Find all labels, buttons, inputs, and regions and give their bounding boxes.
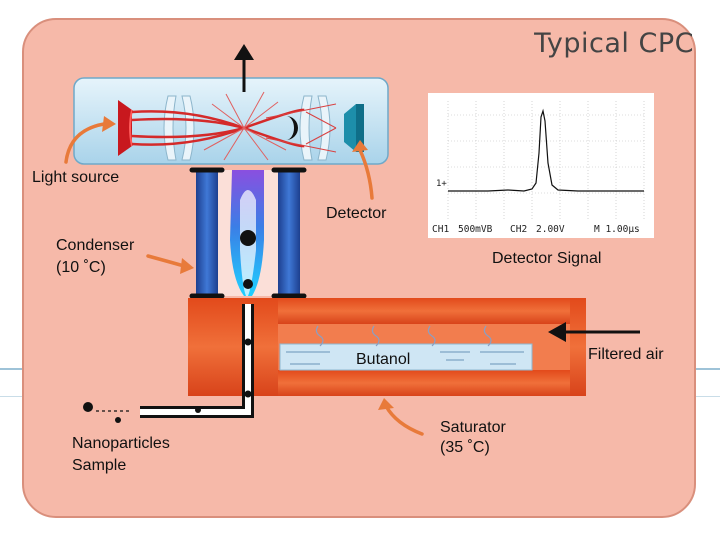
light-source-mirror-icon: [118, 100, 133, 156]
butanol-waves: [286, 351, 524, 365]
vapor-curls: [315, 325, 492, 347]
scope-status-bar: CH1 500mVB CH2 2.00V M 1.00μs: [428, 221, 654, 238]
light-source-label: Light source: [32, 169, 120, 186]
sample-label: Sample: [72, 457, 127, 474]
detector-signal-label: Detector Signal: [492, 250, 602, 267]
signal-trace: [448, 108, 644, 192]
filtered-air-label: Filtered air: [588, 346, 664, 363]
scope-ch2-scale: 2.00V: [536, 224, 565, 235]
up-arrow-icon: [234, 44, 254, 92]
butanol-label: Butanol: [356, 350, 411, 369]
detector-mirror-icon: [344, 104, 364, 152]
detector-optics: [265, 103, 337, 153]
condenser-tube: [189, 167, 307, 299]
condenser-label: Condenser: [56, 237, 135, 254]
nanoparticle-dots: [83, 402, 132, 423]
scattered-light-rays: [203, 91, 287, 161]
oscilloscope-display: 1+ CH1 500mVB CH2 2.00V M 1.00μs: [428, 93, 654, 238]
nanoparticles-label: Nanoparticles: [72, 435, 170, 452]
saturator-temp-label: (35 ˚C): [440, 439, 490, 456]
scope-time: M 1.00μs: [594, 224, 640, 235]
scope-grid: [447, 101, 645, 219]
signal-plot: [447, 101, 645, 219]
left-arrow-icon: [548, 322, 640, 342]
page-title: Typical CPC: [534, 28, 694, 59]
scope-marker: 1+: [436, 179, 447, 189]
scope-ch1-scale: 500mVB: [458, 224, 493, 235]
sample-inlet-pipe: [140, 304, 254, 418]
detector-label: Detector: [326, 205, 387, 222]
callout-arrows: [64, 122, 424, 436]
scope-ch2: CH2: [510, 224, 528, 235]
laser-beams: [131, 108, 305, 148]
detected-particle: [286, 116, 298, 140]
lens-group-right: [299, 95, 331, 161]
scope-ch1: CH1: [432, 224, 450, 235]
callout-arrowheads: [102, 116, 394, 410]
condenser-temp-label: (10 ˚C): [56, 259, 106, 276]
saturator-label: Saturator: [440, 419, 506, 436]
